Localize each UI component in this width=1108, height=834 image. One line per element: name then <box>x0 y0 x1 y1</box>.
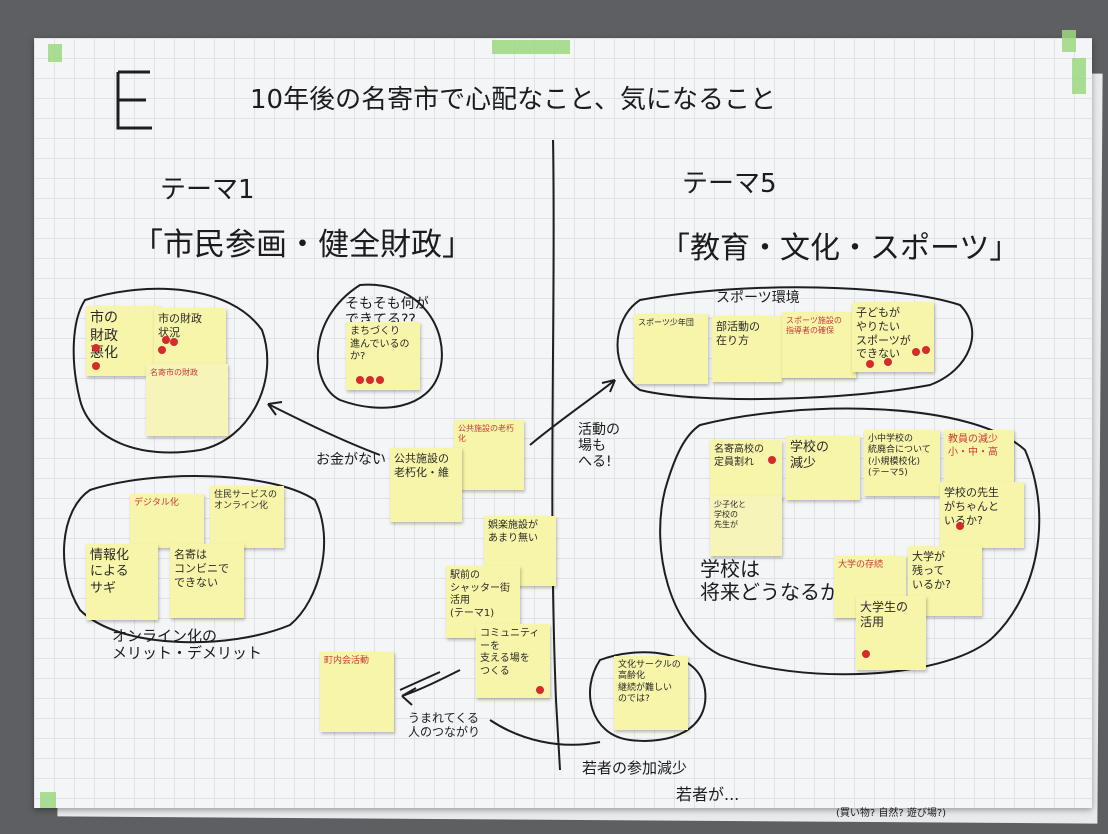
letter-E-strokes <box>116 70 152 130</box>
board-letter: E <box>112 64 113 66</box>
line-connection <box>489 719 601 746</box>
flipchart-paper <box>34 38 1092 808</box>
sticky-note: コミュニティーを 支える場を つくる <box>476 624 550 698</box>
sticky-note: 子どもが やりたい スポーツが できない <box>852 302 934 372</box>
arrow-to-community <box>399 669 461 706</box>
handwriting-youth-decline: 若者の参加減少 <box>582 759 688 777</box>
handwriting-sports-environment: スポーツ環境 <box>716 290 800 306</box>
page-title: 10年後の名寄市で心配なこと、気になること <box>250 85 777 115</box>
sticky-note: 学校の先生 がちゃんと いるか? <box>940 482 1024 548</box>
sticky-note: 娯楽施設が あまり無い <box>484 516 556 586</box>
circle-culture <box>589 651 707 742</box>
sticky-note: 名寄高校の 定員割れ <box>710 440 782 500</box>
theme1-circle-finance <box>72 287 269 454</box>
arrow-to-finance <box>267 403 381 456</box>
tape-bottom-left <box>40 792 56 808</box>
sticky-note: 小中学校の 統廃合について (小規模校化) (テーマ5) <box>864 430 940 496</box>
sticky-note: 情報化 による サギ <box>86 544 158 620</box>
sticky-note: 大学が 残って いるか? <box>908 546 982 616</box>
tape-top-right <box>1062 30 1076 52</box>
handwriting-school-future: 学校は 将来どうなるか <box>700 557 840 604</box>
arrow-to-sports <box>529 379 616 446</box>
circle-schools <box>659 407 1041 676</box>
sticky-note: 学校の 減少 <box>786 436 860 500</box>
handwriting-connections: うまれてくる 人のつながり <box>408 711 481 739</box>
sticky-note: 住民サービスの オンライン化 <box>210 486 284 548</box>
sticky-note: 部活動の 在り方 <box>712 316 782 382</box>
tape-top <box>492 40 570 54</box>
sticky-note: 少子化と 学校の 先生が <box>710 496 782 556</box>
sticky-note: スポーツ施設の 指導者の確保 <box>782 312 856 378</box>
theme5-label: テーマ5 <box>682 169 777 199</box>
sticky-note: スポーツ少年団 <box>634 314 708 384</box>
sticky-note: 公共施設の老朽化 <box>454 420 524 490</box>
tape-top-left <box>48 44 62 62</box>
sticky-note: 公共施設の 老朽化・維 <box>390 448 462 522</box>
handwriting-bottom-paper: 若者が... <box>676 785 740 804</box>
sticky-note: デジタル化 <box>130 494 204 548</box>
sticky-note: 名寄市の財政 <box>146 364 228 436</box>
handwriting-bottom-note: (買い物? 自然? 遊び場?) <box>836 808 947 819</box>
handwriting-activity-places: 活動の 場も へる! <box>578 422 620 471</box>
sticky-note: 町内会活動 <box>320 652 394 732</box>
tape-right <box>1072 58 1086 94</box>
sticky-note: 名寄は コンビニで できない <box>170 544 244 618</box>
sticky-note: 文化サークルの 高齢化 継続が難しい のでは? <box>614 656 688 730</box>
circle-sports <box>616 286 974 401</box>
circle-online <box>63 475 326 644</box>
handwriting-no-money: お金がない <box>316 452 386 468</box>
circle-what-is-done <box>316 283 443 409</box>
theme5-name: 「教育・文化・スポーツ」 <box>660 231 1020 266</box>
theme1-name: 「市民参画・健全財政」 <box>132 227 473 263</box>
center-divider-line <box>551 139 561 771</box>
sticky-note: 大学生の 活用 <box>856 596 926 670</box>
theme1-label: テーマ1 <box>160 175 255 205</box>
sticky-note: 教員の減少 小・中・高 <box>944 430 1014 484</box>
handwriting-online-merits: オンライン化の メリット・デメリット <box>112 627 263 663</box>
